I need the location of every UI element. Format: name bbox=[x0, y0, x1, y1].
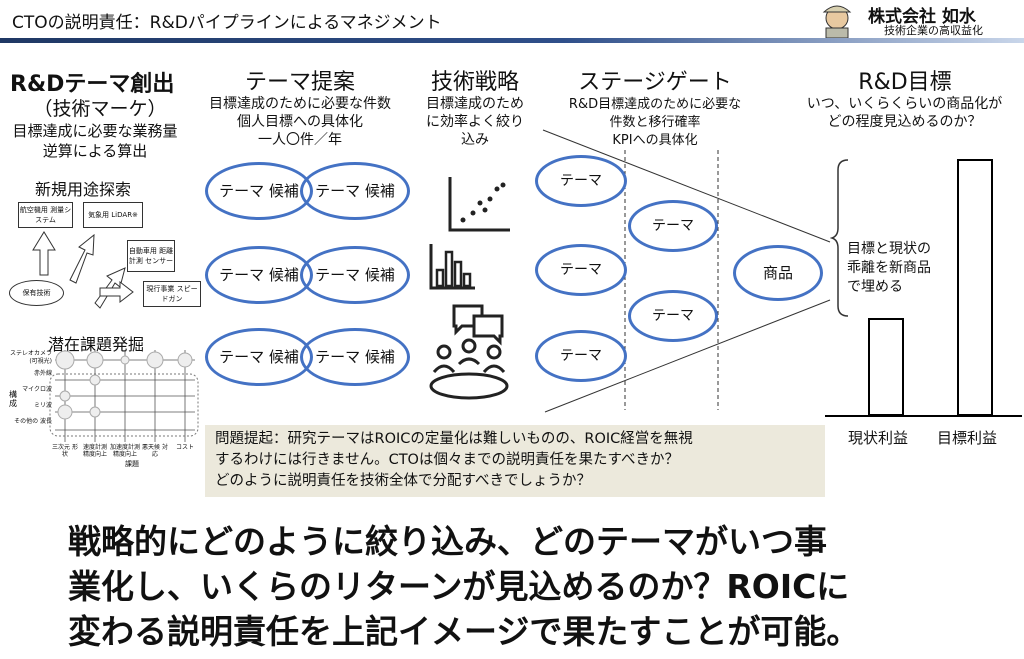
problem-line: どのように説明責任を技術全体で分配すべきでしょうか？ bbox=[215, 473, 591, 489]
current-profit-label: 現状利益 bbox=[848, 429, 909, 447]
col2-sub: 目標達成のために必要な件数個人目標への具体化一人〇件／年 bbox=[190, 95, 410, 149]
col1-title2: （技術マーケ） bbox=[33, 98, 167, 120]
col4-sub-line: KPIへの具体化 bbox=[612, 133, 698, 148]
theme-candidate: テーマ 候補 bbox=[300, 162, 410, 220]
row-label: その他の 波長 bbox=[14, 418, 52, 425]
col3-title: 技術戦略 bbox=[430, 70, 519, 95]
col-label: 三次元 形状 bbox=[52, 444, 78, 458]
conclusion-line: 戦略的にどのように絞り込み、どのテーマがいつ事 bbox=[68, 522, 827, 561]
col4-sub-line: 件数と移行確率 bbox=[609, 115, 701, 130]
explore-arrows bbox=[32, 231, 134, 309]
col2-sub-line: 目標達成のために必要な件数 bbox=[209, 96, 391, 112]
gap-text: 目標と現状の乖離を新商品で埋める bbox=[847, 240, 931, 297]
col1-sub: 目標達成に必要な業務量逆算による算出 bbox=[0, 121, 190, 161]
explore-box: 航空機用 測量システム bbox=[18, 202, 73, 228]
col2-sub-line: 一人〇件／年 bbox=[258, 132, 342, 148]
col1-sub-line: 目標達成に必要な業務量 bbox=[12, 122, 178, 140]
col-label: 加速度計測 精度向上 bbox=[110, 444, 141, 458]
col4-title: ステージゲート bbox=[578, 70, 732, 95]
gap-line: で埋める bbox=[847, 279, 903, 295]
scatter-plot-icon bbox=[448, 177, 510, 232]
col3-sub-line: 目標達成のため bbox=[426, 96, 524, 112]
stage-product: 商品 bbox=[733, 245, 823, 301]
company-logo: 株式会社 如水 技術企業の高収益化 bbox=[812, 0, 1022, 39]
col5-sub: いつ、いくらくらいの商品化がどの程度見込めるのか？ bbox=[785, 95, 1024, 131]
col3-sub-line: 込み bbox=[461, 132, 489, 148]
explore-title: 新規用途探索 bbox=[35, 180, 132, 199]
col4-sub-line: R&D目標達成のために必要な bbox=[568, 97, 742, 112]
stage-theme: テーマ bbox=[535, 244, 627, 296]
arrow-icon bbox=[32, 231, 56, 276]
col-label: コスト bbox=[175, 444, 194, 451]
latent-col-labels: 三次元 形状 速度計測 精度向上 加速度計測 精度向上 悪天候 対応 コスト bbox=[50, 444, 210, 458]
problem-statement: 問題提起：研究テーマはROICの定量化は難しいものの、ROIC経営を無視 するわ… bbox=[205, 425, 825, 497]
bar-baseline bbox=[825, 415, 1022, 417]
stage-theme: テーマ bbox=[628, 290, 718, 342]
row-axis-label: 構成 bbox=[9, 390, 17, 408]
row-label: 赤外線 bbox=[33, 370, 52, 377]
stage-theme: テーマ bbox=[628, 200, 718, 252]
col1-sub-line: 逆算による算出 bbox=[42, 142, 148, 160]
col3-sub: 目標達成のために効率よく絞り込み bbox=[415, 95, 535, 149]
col3-sub-line: に効率よく絞り bbox=[426, 114, 524, 130]
row-label: マイクロ波 bbox=[22, 386, 52, 393]
explore-box: 自動車用 距離計測 センサー bbox=[127, 240, 175, 272]
explore-center: 保有技術 bbox=[9, 280, 64, 306]
col2-sub-line: 個人目標への具体化 bbox=[237, 114, 363, 130]
current-profit-bar bbox=[868, 318, 904, 416]
gap-bracket bbox=[830, 159, 849, 317]
row-label: ステレオカメラ (可視光) bbox=[9, 350, 52, 365]
col1-title: R&Dテーマ創出 bbox=[10, 72, 175, 97]
row-label: ミリ波 bbox=[33, 402, 52, 409]
mascot-icon bbox=[822, 5, 852, 39]
conclusion-line: 変わる説明責任を上記イメージで果たすことが可能。 bbox=[68, 612, 860, 651]
latent-row-labels: ステレオカメラ (可視光) 赤外線 マイクロ波 ミリ波 その他の 波長 bbox=[0, 350, 52, 426]
slide-title: CTOの説明責任：R&Dパイプラインによるマネジメント bbox=[12, 13, 442, 33]
col5-sub-line: いつ、いくらくらいの商品化が bbox=[806, 96, 1003, 112]
theme-candidate: テーマ 候補 bbox=[300, 328, 410, 386]
target-profit-label: 目標利益 bbox=[937, 429, 998, 447]
logo-name: 株式会社 如水 bbox=[868, 7, 976, 27]
bar-chart-icon bbox=[429, 244, 475, 290]
arrow-icon bbox=[99, 280, 134, 304]
latent-title: 潜在課題発掘 bbox=[48, 335, 145, 354]
gap-line: 目標と現状の bbox=[847, 241, 931, 257]
explore-box: 気象用 LiDAR※ bbox=[83, 202, 143, 228]
title-divider bbox=[0, 38, 1024, 43]
explore-box: 現行事業 スピードガン bbox=[143, 281, 201, 307]
stage-theme: テーマ bbox=[535, 155, 627, 207]
col-label: 速度計測 精度向上 bbox=[82, 444, 107, 458]
col-label: 悪天候 対応 bbox=[142, 444, 168, 458]
col4-sub: R&D目標達成のために必要な件数と移行確率 KPIへの具体化 bbox=[535, 96, 775, 150]
problem-line: するわけには行きません。CTOは個々までの説明責任を果たすべきか？ bbox=[215, 452, 679, 468]
arrow-icon bbox=[69, 233, 95, 284]
col2-title: テーマ提案 bbox=[244, 70, 355, 95]
col5-sub-line: どの程度見込めるのか？ bbox=[827, 114, 982, 130]
theme-candidate: テーマ 候補 bbox=[300, 246, 410, 304]
col5-title: R&D目標 bbox=[858, 70, 952, 95]
latent-matrix bbox=[49, 350, 199, 442]
meeting-icon bbox=[429, 304, 509, 400]
conclusion-line: 業化し、いくらのリターンが見込めるのか？ROICに bbox=[68, 567, 850, 606]
logo-tagline: 技術企業の高収益化 bbox=[884, 24, 983, 37]
target-profit-bar bbox=[957, 159, 993, 416]
problem-line: 問題提起：研究テーマはROICの定量化は難しいものの、ROIC経営を無視 bbox=[215, 431, 693, 447]
stage-theme: テーマ bbox=[535, 330, 627, 382]
gap-line: 乖離を新商品 bbox=[847, 260, 931, 276]
col-axis-label: 課題 bbox=[125, 460, 139, 468]
